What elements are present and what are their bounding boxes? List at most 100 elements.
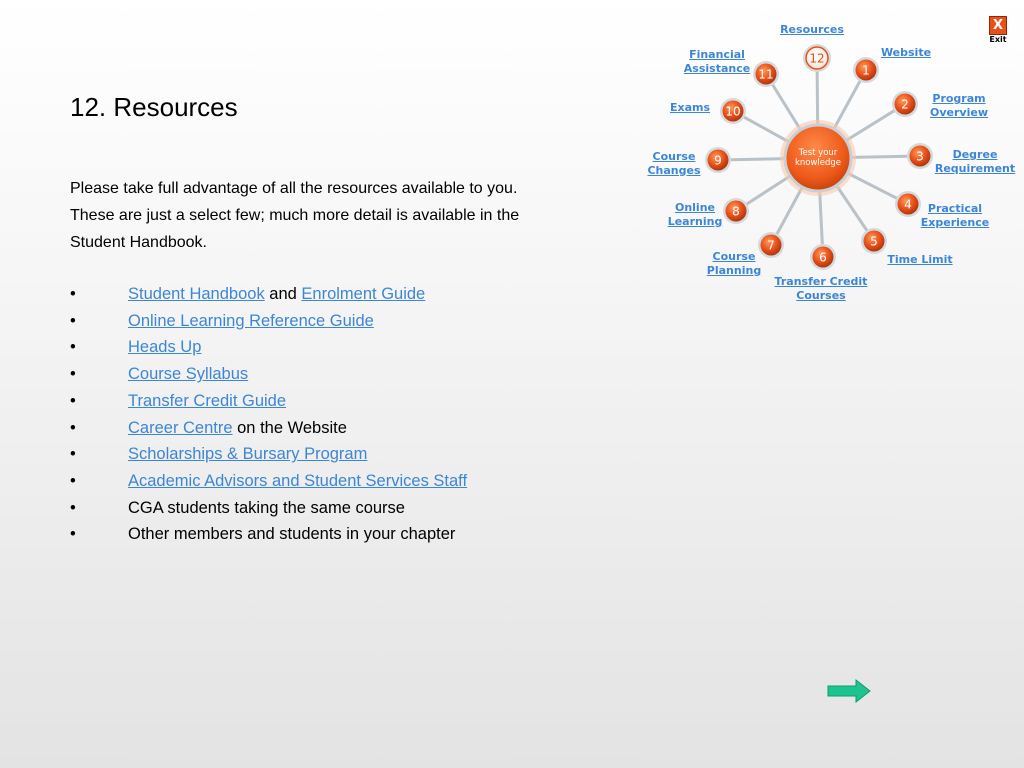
node-number: 12 [809, 52, 824, 66]
bullet-marker: • [70, 418, 76, 437]
node-circle [863, 230, 885, 252]
resource-list-item: • Scholarships & Bursary Program [70, 441, 630, 468]
module-link-text: Practical [927, 202, 983, 215]
module-link-text: Courses [796, 288, 846, 302]
node-number: 8 [732, 205, 740, 219]
resource-list-item: • Course Syllabus [70, 361, 630, 388]
bullet-marker: • [70, 445, 76, 464]
node-circle [812, 246, 834, 268]
module-node-6[interactable]: 6 [810, 244, 836, 270]
module-link-1[interactable]: Website [881, 46, 931, 60]
bullet-marker: • [70, 365, 76, 384]
module-link-text: Requirement [934, 161, 1016, 175]
module-node-11[interactable]: 11 [753, 61, 779, 87]
resource-list-item: • Heads Up [70, 334, 630, 361]
module-link-text: Website [880, 46, 932, 59]
module-link-text: Financial [689, 48, 745, 61]
module-node-9[interactable]: 9 [705, 147, 731, 173]
bullet-marker: • [70, 338, 76, 357]
resource-text: CGA students taking the same course [128, 498, 405, 517]
module-node-12[interactable]: 12 [803, 44, 831, 72]
module-link-text: Resources [780, 23, 844, 36]
module-node-7[interactable]: 7 [758, 232, 784, 258]
module-link-text: Learning [667, 214, 723, 228]
node-number: 7 [767, 239, 775, 253]
node-circle [725, 200, 747, 222]
module-link-text: Online [674, 201, 715, 214]
resource-link[interactable]: Career Centre [128, 418, 233, 437]
node-circle [722, 100, 744, 122]
node-number: 3 [916, 150, 924, 164]
module-node-5[interactable]: 5 [861, 228, 887, 254]
resource-text: Other members and students in your chapt… [128, 525, 456, 544]
node-number: 11 [758, 68, 773, 82]
module-link-text: Transfer Credit [774, 275, 868, 288]
module-node-1[interactable]: 1 [853, 57, 879, 83]
resource-link[interactable]: Transfer Credit Guide [128, 391, 287, 410]
intro-line: Student Handbook. [70, 234, 207, 251]
resource-link[interactable]: Course Syllabus [128, 365, 249, 384]
bullet-marker: • [70, 498, 76, 517]
module-link-text: Experience [920, 215, 990, 229]
node-circle [909, 145, 931, 167]
next-slide-button[interactable] [826, 678, 872, 704]
module-link-text: Time Limit [887, 253, 953, 266]
resource-list-item: • Transfer Credit Guide [70, 388, 630, 415]
resource-list-item: • Student Handbook and Enrolment Guide [70, 281, 630, 308]
resource-link[interactable]: Enrolment Guide [301, 285, 426, 303]
resource-link[interactable]: Academic Advisors and Student Services S… [128, 471, 468, 490]
resource-list-item: •Career Centre on the Website [70, 415, 630, 442]
module-link-text: Planning [706, 263, 762, 277]
close-icon: X [989, 16, 1007, 35]
module-node-10[interactable]: 10 [720, 98, 746, 124]
resource-link[interactable]: Scholarships & Bursary Program [128, 445, 368, 464]
resource-text: and [264, 285, 302, 303]
module-node-8[interactable]: 8 [723, 198, 749, 224]
slide-title: 12. Resources [70, 92, 238, 122]
module-link-text: Program [932, 92, 986, 105]
node-number: 5 [870, 235, 878, 249]
resource-list-item: • CGA students taking the same course [70, 495, 630, 522]
intro-line: These are just a select few; much more d… [70, 207, 520, 224]
node-circle [805, 46, 829, 70]
resource-list-item: •Online Learning Reference Guide [70, 308, 630, 335]
node-circle [707, 149, 729, 171]
exit-button[interactable]: X Exit [988, 16, 1008, 46]
resource-link[interactable]: Online Learning Reference Guide [128, 311, 374, 330]
module-node-4[interactable]: 4 [895, 191, 921, 217]
bullet-marker: • [70, 525, 76, 544]
node-circle [755, 63, 777, 85]
module-link-5[interactable]: Time Limit [887, 253, 952, 267]
test-knowledge-button[interactable] [783, 123, 853, 193]
resource-link[interactable]: Heads Up [128, 338, 202, 357]
module-link-10[interactable]: Exams [670, 101, 710, 115]
node-number: 10 [725, 105, 740, 119]
module-link-text: Assistance [683, 61, 751, 75]
exit-label: Exit [989, 35, 1007, 44]
module-node-2[interactable]: 2 [892, 91, 918, 117]
bullet-marker: • [70, 391, 76, 410]
right-arrow-icon [827, 678, 871, 704]
module-link-text: Course [652, 150, 696, 163]
module-link-text: Exams [669, 101, 711, 114]
resource-link[interactable]: Student Handbook [128, 285, 265, 303]
node-circle [897, 193, 919, 215]
module-link-12[interactable]: Resources [780, 23, 844, 37]
module-node-3[interactable]: 3 [907, 143, 933, 169]
node-circle [760, 234, 782, 256]
bullet-marker: • [70, 285, 76, 303]
bullet-marker: • [70, 471, 76, 490]
node-number: 4 [904, 198, 912, 212]
node-number: 1 [862, 64, 870, 78]
node-number: 2 [901, 98, 909, 112]
module-link-text: Degree [952, 148, 998, 161]
resource-list-item: • Other members and students in your chap… [70, 521, 630, 548]
